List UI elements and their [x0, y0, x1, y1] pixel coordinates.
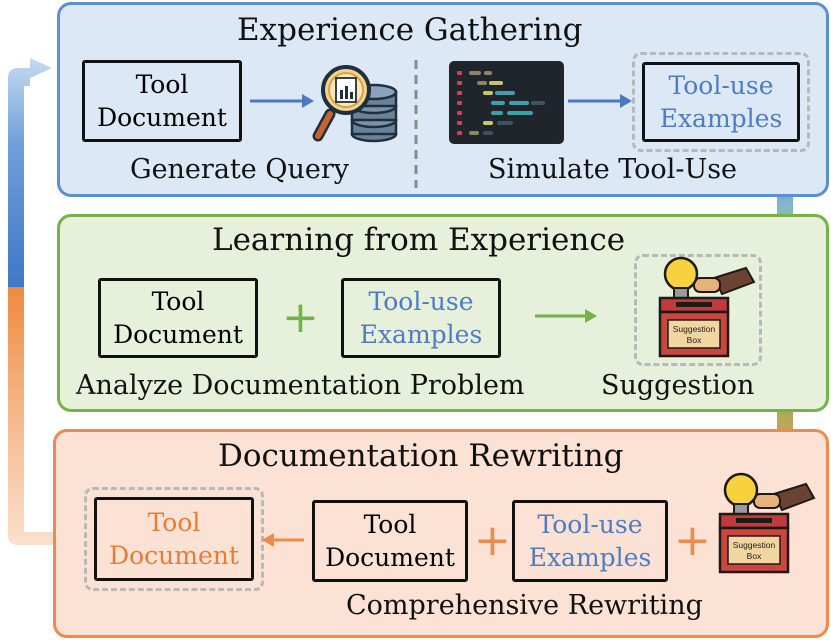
- comprehensive-rewriting-caption: Comprehensive Rewriting: [346, 590, 703, 621]
- stage-2-tool-document-box: Tool Document: [98, 278, 258, 358]
- simulate-tool-use-caption: Simulate Tool-Use: [488, 154, 738, 185]
- analyze-documentation-problem-caption: Analyze Documentation Problem: [76, 370, 525, 401]
- stage-2-output-highlight: [634, 254, 762, 366]
- tool-document-line-2: Document: [325, 543, 455, 572]
- tool-document-line-2: Document: [113, 320, 243, 349]
- tool-document-line-1: Tool: [147, 508, 201, 537]
- tool-document-line-1: Tool: [363, 510, 417, 539]
- stage-2-title: Learning from Experience: [212, 222, 626, 258]
- tool-use-examples-line-2: Examples: [659, 104, 783, 133]
- arrow-to-examples-icon: [568, 94, 632, 108]
- suggestion-label-line-1: Suggestion: [673, 324, 716, 334]
- stage-3-output-highlight: [84, 487, 264, 591]
- code-editor-icon: [449, 61, 564, 144]
- arrow-to-suggestion-icon: [535, 309, 597, 323]
- suggestion-label-line-2: Box: [747, 551, 762, 561]
- feedback-loop-arrow: [8, 58, 55, 545]
- tool-use-examples-line-1: Tool-use: [368, 287, 474, 316]
- tool-use-examples-line-2: Examples: [528, 543, 652, 572]
- tool-use-examples-line-2: Examples: [359, 320, 483, 349]
- plus-icon: +: [674, 515, 711, 566]
- magnifier-database-icon: [312, 65, 398, 143]
- plus-icon: +: [282, 292, 319, 343]
- tool-use-examples-line-1: Tool-use: [537, 510, 643, 539]
- stage-3-tool-use-examples-box: Tool-use Examples: [512, 500, 668, 582]
- suggestion-box-icon: Suggestion Box: [658, 256, 756, 358]
- stage-1-tool-use-examples-box: Tool-use Examples: [642, 62, 800, 142]
- stage-3-title: Documentation Rewriting: [218, 438, 624, 474]
- suggestion-label-line-1: Suggestion: [733, 540, 776, 550]
- tool-document-line-2: Document: [109, 541, 239, 570]
- stage-1-output-highlight: [632, 52, 810, 152]
- stage-3-tool-document-box: Tool Document: [312, 500, 468, 582]
- arrow-to-query-icon: [250, 94, 314, 108]
- suggestion-box-icon: Suggestion Box: [718, 472, 816, 574]
- tool-use-examples-line-1: Tool-use: [668, 71, 774, 100]
- tool-document-line-1: Tool: [151, 287, 205, 316]
- stage-2-tool-use-examples-box: Tool-use Examples: [341, 278, 501, 358]
- stage-1-divider: [414, 60, 418, 188]
- suggestion-label-line-2: Box: [687, 335, 702, 345]
- plus-icon: +: [474, 515, 511, 566]
- arrow-to-rewritten-doc-icon: [262, 533, 304, 547]
- stage-1-tool-document-box: Tool Document: [82, 60, 242, 142]
- stage-experience-gathering: [57, 2, 829, 197]
- tool-document-line-2: Document: [97, 103, 227, 132]
- stage-3-result-tool-document-box: Tool Document: [94, 497, 254, 581]
- stage-1-title: Experience Gathering: [237, 12, 583, 48]
- tool-document-line-1: Tool: [135, 70, 189, 99]
- suggestion-caption: Suggestion: [601, 370, 755, 401]
- stage-documentation-rewriting: [53, 429, 829, 638]
- generate-query-caption: Generate Query: [130, 154, 349, 185]
